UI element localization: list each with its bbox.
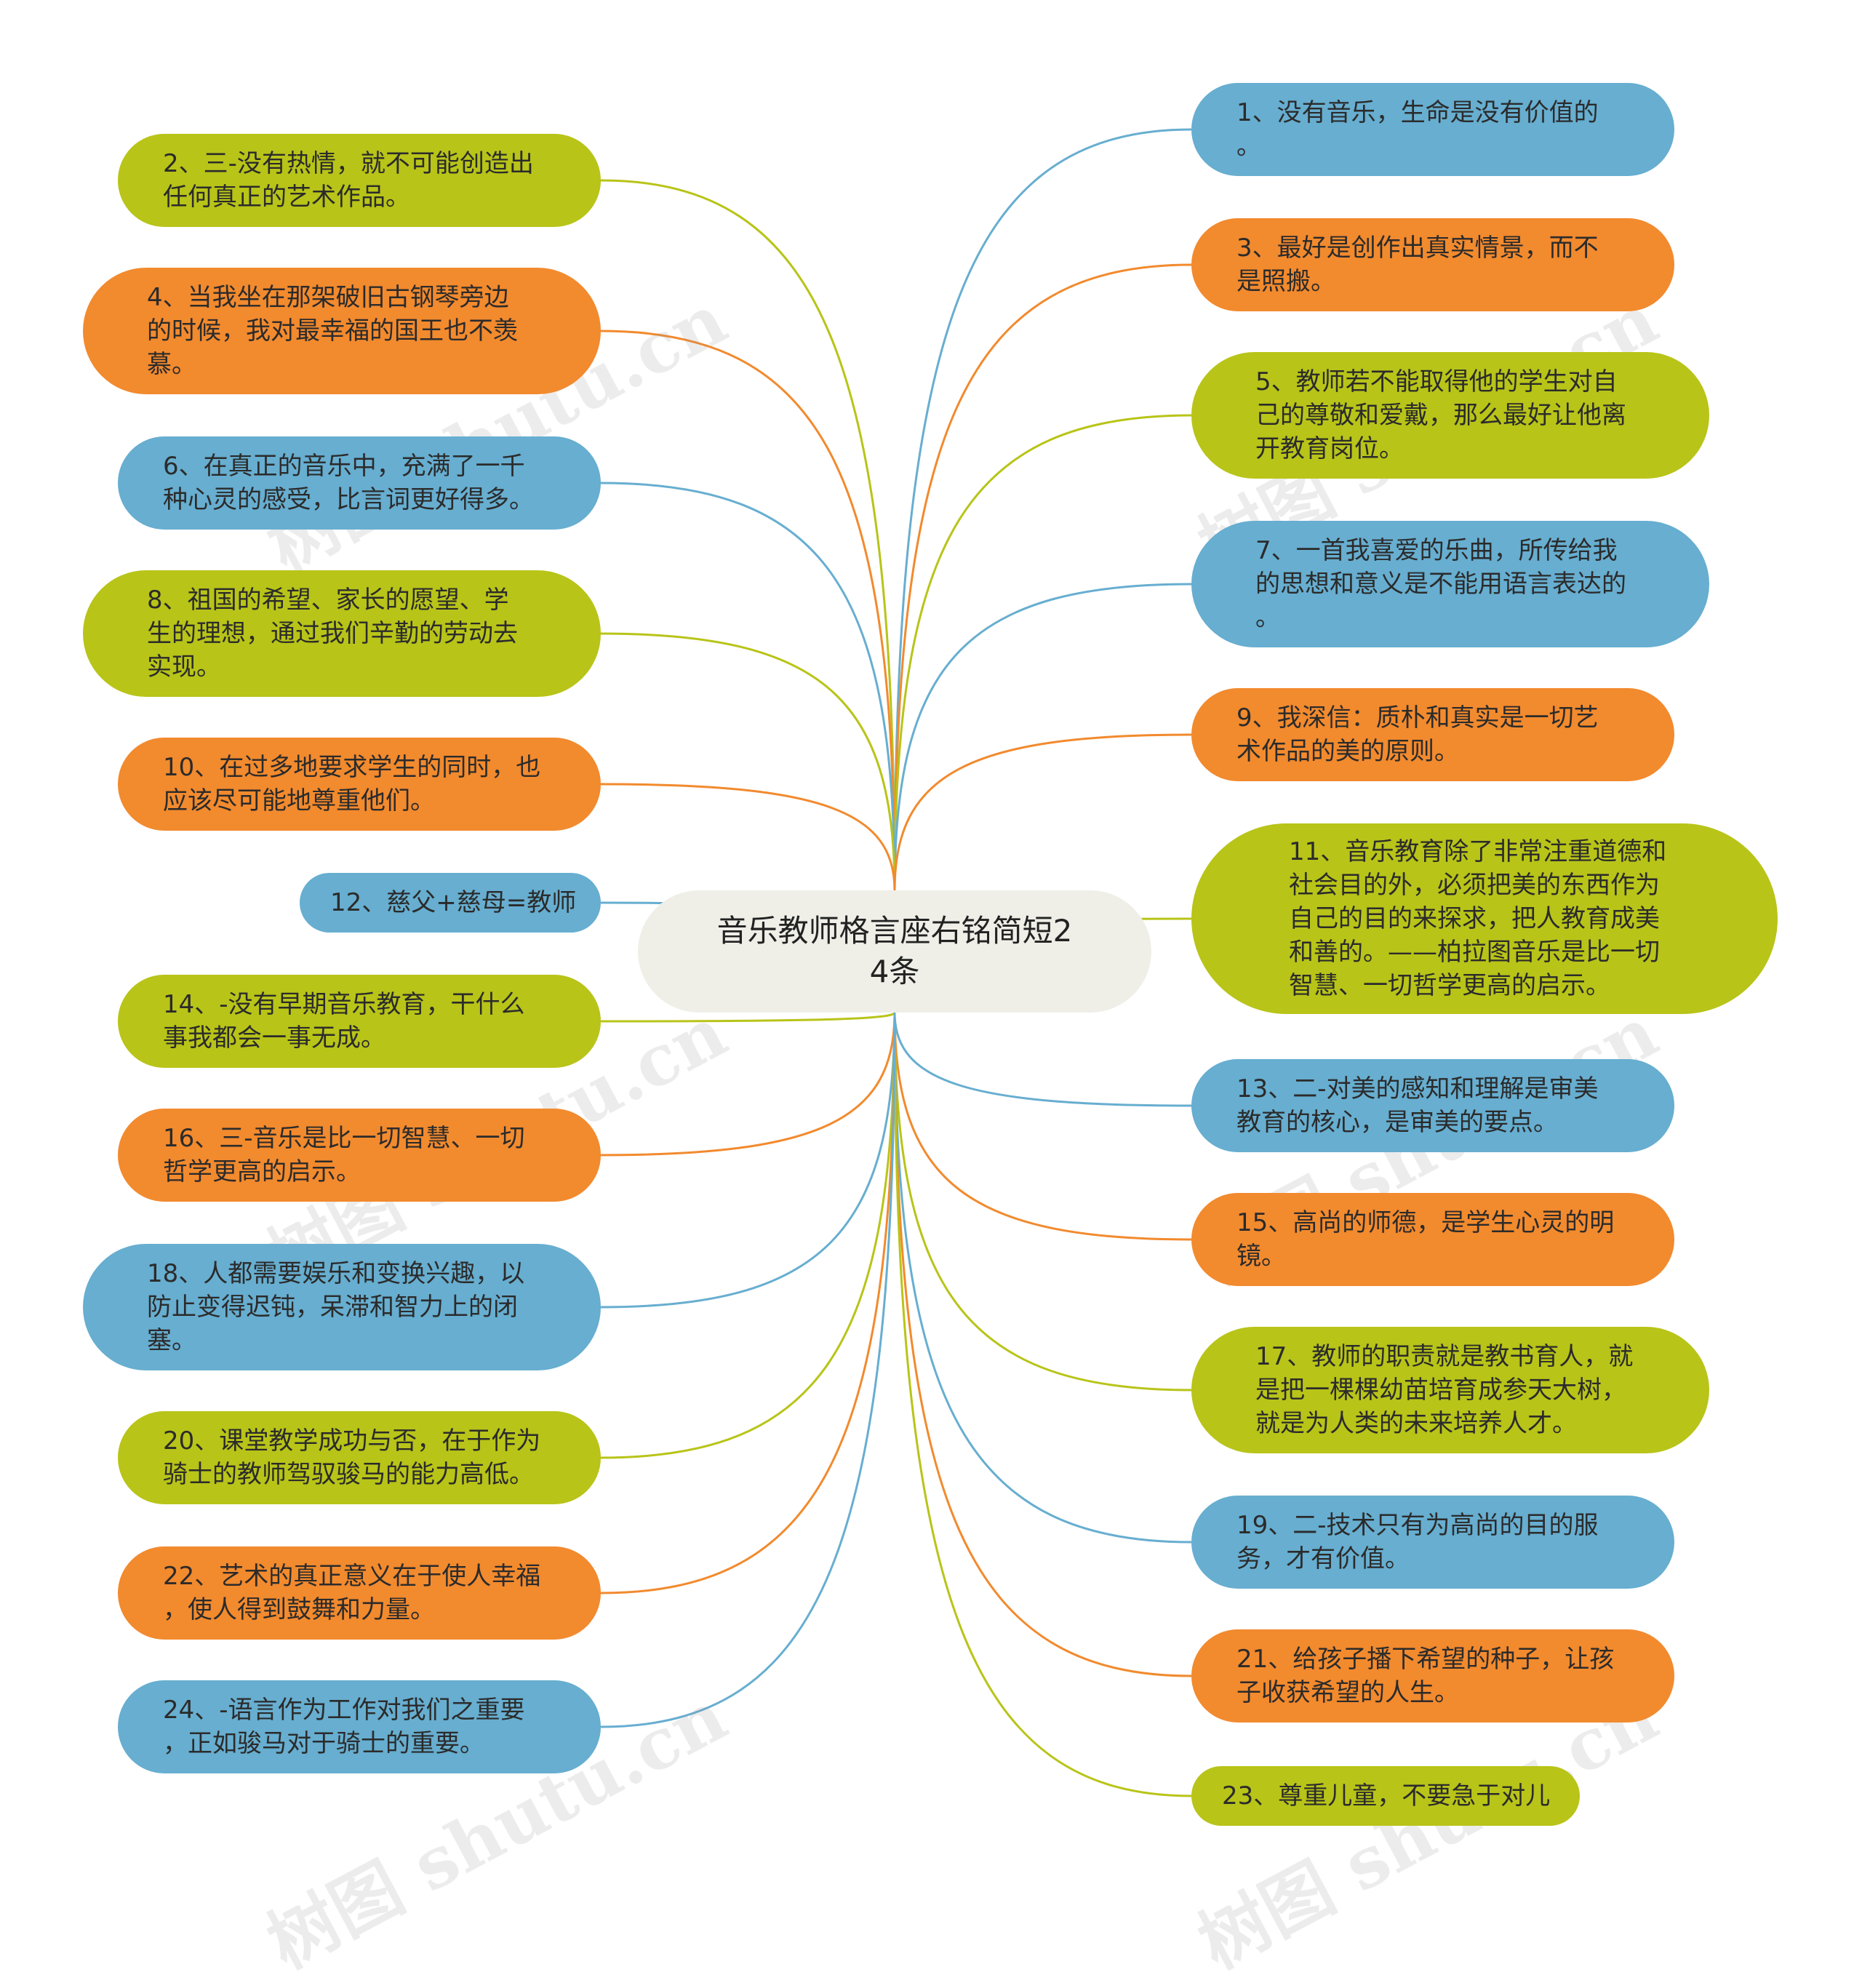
topic-label-10: 10、在过多地要求学生的同时，也 应该尽可能地尊重他们。 xyxy=(163,753,541,815)
connector-19 xyxy=(893,1012,1192,1544)
topic-node-13[interactable]: 13、二-对美的感知和理解是审美 教育的核心，是审美的要点。 xyxy=(1191,1059,1674,1152)
topic-label-18: 18、人都需要娱乐和变换兴趣，以 防止变得迟钝，呆滞和智力上的闭 塞。 xyxy=(147,1259,525,1355)
topic-node-9[interactable]: 9、我深信：质朴和真实是一切艺 术作品的美的原则。 xyxy=(1191,688,1674,781)
connector-15 xyxy=(893,1012,1192,1241)
topic-node-5[interactable]: 5、教师若不能取得他的学生对自 己的尊敬和爱戴，那么最好让他离 开教育岗位。 xyxy=(1191,352,1709,479)
topic-node-4[interactable]: 4、当我坐在那架破旧古钢琴旁边 的时候，我对最幸福的国王也不羡 慕。 xyxy=(83,268,601,394)
topic-node-23[interactable]: 23、尊重儿童，不要急于对儿 xyxy=(1191,1766,1580,1826)
topic-node-22[interactable]: 22、艺术的真正意义在于使人幸福 ，使人得到鼓舞和力量。 xyxy=(118,1546,601,1640)
connector-23 xyxy=(893,1012,1192,1797)
topic-label-4: 4、当我坐在那架破旧古钢琴旁边 的时候，我对最幸福的国王也不羡 慕。 xyxy=(147,283,518,379)
topic-node-1[interactable]: 1、没有音乐，生命是没有价值的 。 xyxy=(1191,83,1674,176)
topic-label-17: 17、教师的职责就是教书育人，就 是把一棵棵幼苗培育成参天大树， 就是为人类的未… xyxy=(1255,1342,1634,1438)
topic-label-20: 20、课堂教学成功与否，在于作为 骑士的教师驾驭骏马的能力高低。 xyxy=(163,1426,541,1489)
topic-node-2[interactable]: 2、三-没有热情，就不可能创造出 任何真正的艺术作品。 xyxy=(118,134,601,227)
topic-node-12[interactable]: 12、慈父+慈母=教师 xyxy=(300,873,601,933)
connector-17 xyxy=(893,1012,1192,1392)
root-topic-label: 音乐教师格言座右铭简短2 4条 xyxy=(716,913,1073,989)
topic-node-16[interactable]: 16、三-音乐是比一切智慧、一切 哲学更高的启示。 xyxy=(118,1109,601,1202)
connector-16 xyxy=(600,1012,896,1157)
topic-node-3[interactable]: 3、最好是创作出真实情景，而不 是照搬。 xyxy=(1191,218,1674,311)
connector-13 xyxy=(893,1012,1192,1107)
topic-node-6[interactable]: 6、在真正的音乐中，充满了一千 种心灵的感受，比言词更好得多。 xyxy=(118,436,601,530)
topic-node-17[interactable]: 17、教师的职责就是教书育人，就 是把一棵棵幼苗培育成参天大树， 就是为人类的未… xyxy=(1191,1327,1709,1453)
connector-3 xyxy=(893,263,1192,891)
topic-node-11[interactable]: 11、音乐教育除了非常注重道德和 社会目的外，必须把美的东西作为 自己的目的来探… xyxy=(1191,823,1778,1014)
connector-20 xyxy=(600,1012,896,1459)
topic-node-7[interactable]: 7、一首我喜爱的乐曲，所传给我 的思想和意义是不能用语言表达的 。 xyxy=(1191,521,1709,647)
connector-6 xyxy=(600,482,896,891)
topic-label-11: 11、音乐教育除了非常注重道德和 社会目的外，必须把美的东西作为 自己的目的来探… xyxy=(1289,837,1667,1000)
topic-node-19[interactable]: 19、二-技术只有为高尚的目的服 务，才有价值。 xyxy=(1191,1496,1674,1589)
connector-5 xyxy=(893,414,1192,891)
topic-label-16: 16、三-音乐是比一切智慧、一切 哲学更高的启示。 xyxy=(163,1124,525,1186)
topic-label-7: 7、一首我喜爱的乐曲，所传给我 的思想和意义是不能用语言表达的 。 xyxy=(1255,536,1626,632)
connector-14 xyxy=(600,1012,896,1023)
topic-node-24[interactable]: 24、-语言作为工作对我们之重要 ，正如骏马对于骑士的重要。 xyxy=(118,1680,601,1773)
connector-7 xyxy=(893,583,1192,891)
connector-1 xyxy=(893,128,1192,891)
topic-label-19: 19、二-技术只有为高尚的目的服 务，才有价值。 xyxy=(1236,1511,1599,1573)
topic-node-14[interactable]: 14、-没有早期音乐教育，干什么 事我都会一事无成。 xyxy=(118,975,601,1068)
topic-label-12: 12、慈父+慈母=教师 xyxy=(330,888,577,917)
topic-label-9: 9、我深信：质朴和真实是一切艺 术作品的美的原则。 xyxy=(1236,703,1599,766)
topic-node-10[interactable]: 10、在过多地要求学生的同时，也 应该尽可能地尊重他们。 xyxy=(118,738,601,831)
topic-label-13: 13、二-对美的感知和理解是审美 教育的核心，是审美的要点。 xyxy=(1236,1074,1599,1137)
topic-node-15[interactable]: 15、高尚的师德，是学生心灵的明 镜。 xyxy=(1191,1193,1674,1286)
connector-10 xyxy=(600,783,896,891)
connector-2 xyxy=(600,179,896,891)
connector-22 xyxy=(600,1012,896,1594)
topic-label-2: 2、三-没有热情，就不可能创造出 任何真正的艺术作品。 xyxy=(163,149,534,212)
connector-24 xyxy=(600,1012,896,1728)
connector-4 xyxy=(600,330,896,891)
root-topic[interactable]: 音乐教师格言座右铭简短2 4条 xyxy=(638,890,1151,1013)
topic-label-3: 3、最好是创作出真实情景，而不 是照搬。 xyxy=(1236,233,1599,296)
topic-node-8[interactable]: 8、祖国的希望、家长的愿望、学 生的理想，通过我们辛勤的劳动去 实现。 xyxy=(83,570,601,697)
topic-label-8: 8、祖国的希望、家长的愿望、学 生的理想，通过我们辛勤的劳动去 实现。 xyxy=(147,586,518,682)
topic-label-22: 22、艺术的真正意义在于使人幸福 ，使人得到鼓舞和力量。 xyxy=(163,1562,541,1624)
connector-9 xyxy=(893,733,1192,891)
topic-node-18[interactable]: 18、人都需要娱乐和变换兴趣，以 防止变得迟钝，呆滞和智力上的闭 塞。 xyxy=(83,1244,601,1370)
topic-label-1: 1、没有音乐，生命是没有价值的 。 xyxy=(1236,98,1599,161)
connector-21 xyxy=(893,1012,1192,1677)
topic-label-21: 21、给孩子播下希望的种子，让孩 子收获希望的人生。 xyxy=(1236,1645,1615,1707)
topic-node-20[interactable]: 20、课堂教学成功与否，在于作为 骑士的教师驾驭骏马的能力高低。 xyxy=(118,1411,601,1504)
topic-label-14: 14、-没有早期音乐教育，干什么 事我都会一事无成。 xyxy=(163,990,525,1053)
topic-label-6: 6、在真正的音乐中，充满了一千 种心灵的感受，比言词更好得多。 xyxy=(163,452,534,514)
topic-label-23: 23、尊重儿童，不要急于对儿 xyxy=(1222,1781,1551,1811)
topic-label-24: 24、-语言作为工作对我们之重要 ，正如骏马对于骑士的重要。 xyxy=(163,1696,525,1758)
connector-18 xyxy=(600,1012,896,1309)
topic-label-15: 15、高尚的师德，是学生心灵的明 镜。 xyxy=(1236,1208,1615,1271)
topic-label-5: 5、教师若不能取得他的学生对自 己的尊敬和爱戴，那么最好让他离 开教育岗位。 xyxy=(1255,367,1626,463)
connector-8 xyxy=(600,632,896,891)
topic-node-21[interactable]: 21、给孩子播下希望的种子，让孩 子收获希望的人生。 xyxy=(1191,1629,1674,1722)
